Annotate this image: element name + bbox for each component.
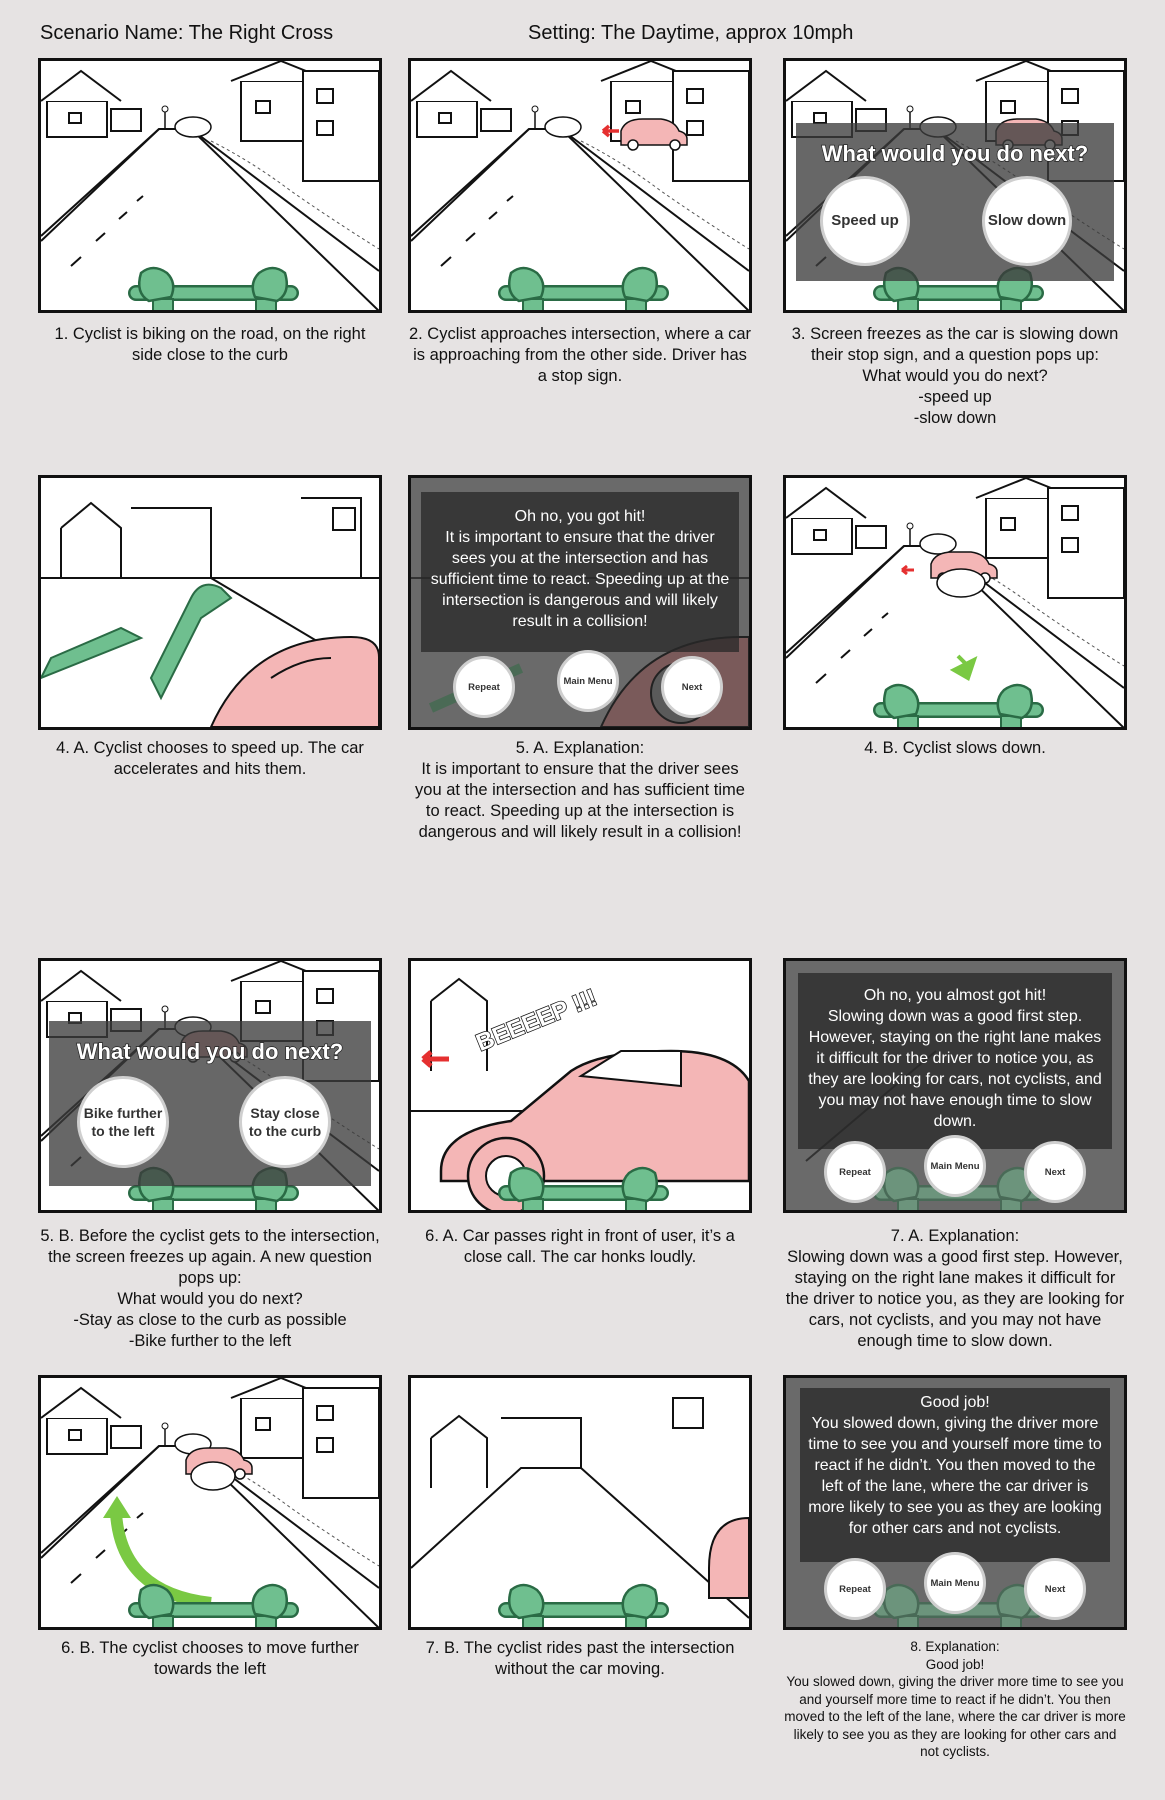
- street-scene: [786, 478, 1124, 727]
- explanation-text: Oh no, you got hit! It is important to e…: [430, 508, 730, 630]
- caption-6b: 6. B. The cyclist chooses to move furthe…: [61, 1639, 359, 1678]
- caption-line: You slowed down, giving the driver more …: [784, 1674, 1126, 1759]
- caption-7a: 7. A. Explanation: Slowing down was a go…: [783, 1226, 1127, 1352]
- explanation-overlay: [800, 1388, 1110, 1562]
- caption-line: Slowing down was a good first step. Howe…: [785, 1248, 1125, 1350]
- arrow-left-icon: [901, 564, 914, 576]
- street-scene: [41, 1378, 379, 1627]
- caption-line: 5. A. Explanation:: [515, 739, 645, 757]
- arrow-left-icon: [421, 1050, 449, 1068]
- caption-line: 8. Explanation:: [910, 1639, 1000, 1654]
- panel-4b: [783, 475, 1127, 730]
- caption-8: 8. Explanation: Good job! You slowed dow…: [783, 1638, 1127, 1761]
- caption-5a: 5. A. Explanation: It is important to en…: [408, 738, 752, 843]
- panel-3: What would you do next? Speed up Slow do…: [783, 58, 1127, 313]
- caption-line: It is important to ensure that the drive…: [415, 760, 745, 841]
- caption-5b: 5. B. Before the cyclist gets to the int…: [38, 1226, 382, 1352]
- main-menu-button[interactable]: Main Menu: [557, 650, 619, 712]
- panel-1: [38, 58, 382, 313]
- stay-curb-button[interactable]: Stay close to the curb: [239, 1076, 331, 1168]
- panel-6b: [38, 1375, 382, 1630]
- caption-line: 7. A. Explanation:: [890, 1227, 1020, 1245]
- street-scene: [411, 61, 749, 310]
- panel-2: [408, 58, 752, 313]
- curved-arrow-icon: [110, 1512, 212, 1609]
- panel-8: Good job! You slowed down, giving the dr…: [783, 1375, 1127, 1630]
- panel-4a: [38, 475, 382, 730]
- main-menu-button[interactable]: Main Menu: [924, 1135, 986, 1197]
- panel-7a: Oh no, you almost got hit! Slowing down …: [783, 958, 1127, 1213]
- explanation-text: Oh no, you almost got hit! Slowing down …: [808, 987, 1102, 1130]
- caption-line: -speed up: [918, 388, 992, 406]
- caption-line: 3. Screen freezes as the car is slowing …: [791, 325, 1119, 364]
- street-scene: [411, 1397, 749, 1627]
- caption-3: 3. Screen freezes as the car is slowing …: [783, 324, 1127, 429]
- caption-line: What would you do next?: [862, 367, 1048, 385]
- panel-5a: Oh no, you got hit! It is important to e…: [408, 475, 752, 730]
- explanation-text: Good job! You slowed down, giving the dr…: [808, 1394, 1102, 1537]
- question-title: What would you do next?: [821, 140, 1089, 166]
- panel-5b: What would you do next? Bike further to …: [38, 958, 382, 1213]
- caption-line: What would you do next?: [117, 1290, 303, 1308]
- repeat-button[interactable]: Repeat: [824, 1141, 886, 1203]
- caption-line: Good job!: [925, 1656, 985, 1672]
- slow-down-button[interactable]: Slow down: [982, 176, 1072, 266]
- question-title: What would you do next?: [76, 1038, 344, 1064]
- next-button[interactable]: Next: [1024, 1141, 1086, 1203]
- caption-1: 1. Cyclist is biking on the road, on the…: [54, 325, 366, 364]
- arrow-down-icon: [949, 654, 978, 681]
- explanation-overlay: [798, 973, 1112, 1149]
- panel-6a: BEEEEP !!!: [408, 958, 752, 1213]
- arrow-left-icon: [601, 124, 619, 138]
- caption-line: -slow down: [913, 409, 997, 427]
- bike-left-button[interactable]: Bike further to the left: [77, 1076, 169, 1168]
- caption-line: 5. B. Before the cyclist gets to the int…: [40, 1227, 380, 1287]
- main-menu-button[interactable]: Main Menu: [924, 1552, 986, 1614]
- close-call-scene: [411, 977, 749, 1210]
- explanation-overlay: [421, 492, 739, 652]
- speed-up-button[interactable]: Speed up: [820, 176, 910, 266]
- caption-4a: 4. A. Cyclist chooses to speed up. The c…: [56, 739, 364, 778]
- next-button[interactable]: Next: [661, 656, 723, 718]
- caption-4b: 4. B. Cyclist slows down.: [864, 739, 1046, 757]
- collision-scene: [41, 497, 379, 727]
- repeat-button[interactable]: Repeat: [824, 1558, 886, 1620]
- street-scene: [41, 61, 379, 310]
- scenario-name: Scenario Name: The Right Cross: [40, 22, 334, 44]
- setting-label: Setting: The Daytime, approx 10mph: [528, 22, 854, 44]
- caption-line: -Stay as close to the curb as possible: [73, 1311, 347, 1329]
- panel-7b: [408, 1375, 752, 1630]
- caption-line: -Bike further to the left: [128, 1332, 292, 1350]
- caption-7b: 7. B. The cyclist rides past the interse…: [425, 1639, 735, 1678]
- repeat-button[interactable]: Repeat: [453, 656, 515, 718]
- caption-2: 2. Cyclist approaches intersection, wher…: [408, 325, 752, 385]
- caption-6a: 6. A. Car passes right in front of user,…: [425, 1227, 735, 1266]
- next-button[interactable]: Next: [1024, 1558, 1086, 1620]
